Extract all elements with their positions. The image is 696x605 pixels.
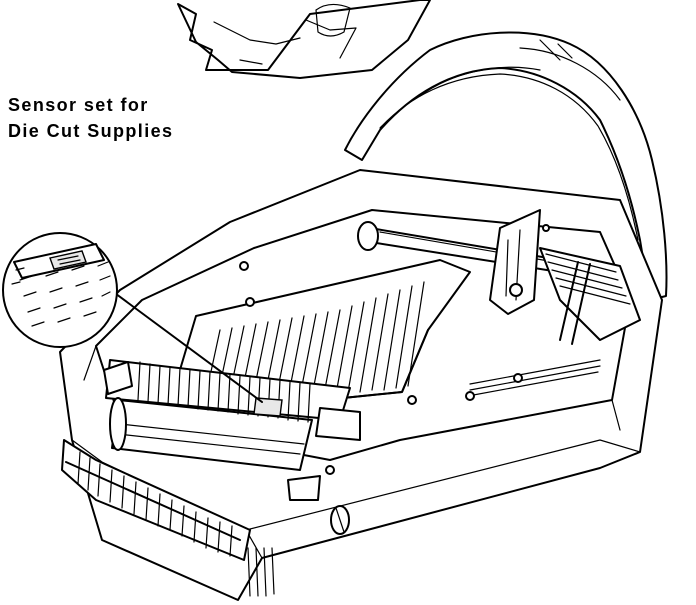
sensor-inset: [2, 232, 118, 348]
right-rail: [539, 247, 641, 345]
callout-line-1: Sensor set for: [8, 95, 149, 115]
ribbon-spindle: [357, 209, 573, 315]
callout-leader-line: [107, 287, 263, 403]
platen-roller: [105, 359, 361, 471]
back-cover-panel: [177, 0, 431, 79]
front-tear-bar: [61, 439, 251, 561]
top-cover: [344, 31, 668, 301]
sensor-callout-label: Sensor set for Die Cut Supplies: [8, 92, 228, 144]
callout-line-2: Die Cut Supplies: [8, 121, 174, 141]
side-knob: [330, 505, 350, 535]
screws: [239, 224, 550, 475]
left-clips: [103, 361, 321, 501]
gap-sensor: [253, 397, 283, 417]
